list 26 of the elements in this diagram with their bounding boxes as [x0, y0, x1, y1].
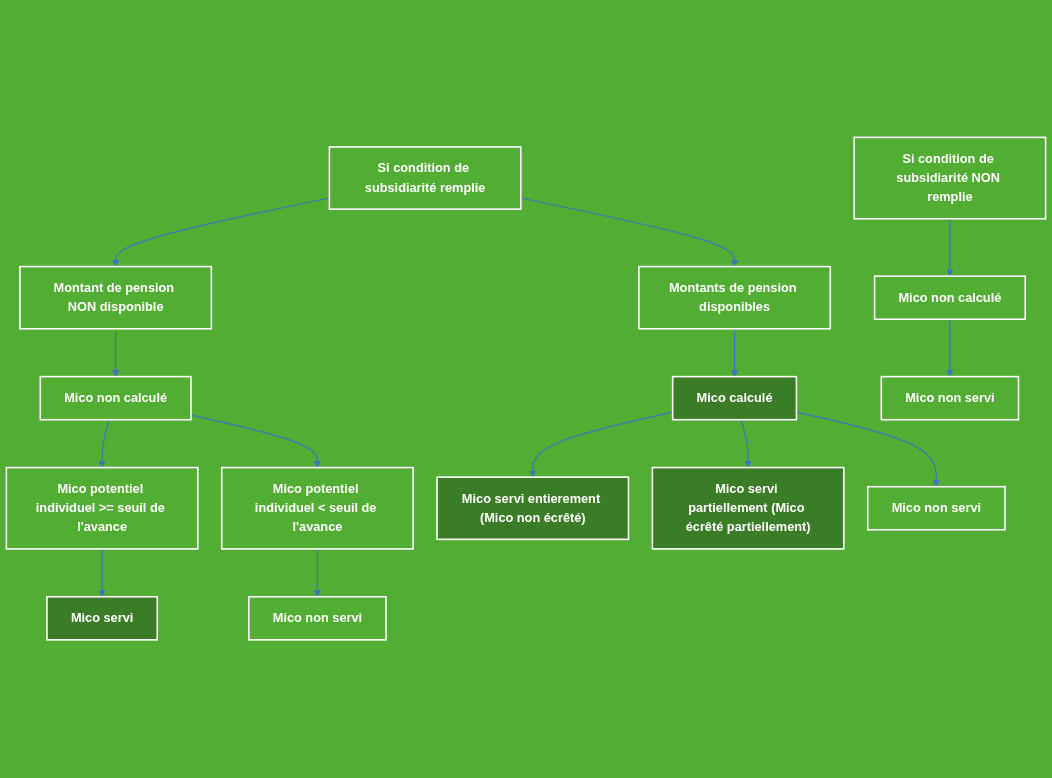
- node-box: Mico non servi: [880, 376, 1020, 421]
- arrow: [313, 548, 321, 598]
- arrow: [520, 197, 739, 268]
- arrow: [190, 414, 321, 469]
- node-box: Montants de pension disponibles: [638, 266, 832, 330]
- node-box: Mico potentiel individuel >= seuil de l'avance: [5, 467, 199, 551]
- arrow: [946, 319, 954, 378]
- node-box: Mico non calculé: [873, 275, 1027, 321]
- node-box: Si condition de subsidiarité remplie: [328, 146, 522, 211]
- node-box: Mico servi: [46, 596, 159, 642]
- arrow: [112, 328, 120, 378]
- node-box: Mico non calculé: [39, 376, 192, 421]
- node-box: Mico non servi: [866, 486, 1006, 531]
- node-box: Si condition de subsidiarité NON remplie: [853, 136, 1047, 220]
- node-box: Mico potentiel individuel < seuil de l'avance: [220, 467, 414, 551]
- node-box: Mico servi partiellement (Mico écrêté partiellement): [651, 467, 845, 551]
- arrow: [740, 419, 752, 469]
- arrow: [98, 548, 106, 598]
- node-box: Mico servi entierement (Mico non écrêté): [436, 476, 630, 541]
- arrow: [731, 328, 739, 378]
- node-box: Mico calculé: [671, 376, 798, 421]
- node-box: Montant de pension NON disponible: [19, 266, 213, 330]
- arrow: [946, 218, 954, 277]
- arrow: [98, 419, 110, 469]
- node-box: Mico non servi: [248, 596, 387, 642]
- arrow: [112, 197, 330, 268]
